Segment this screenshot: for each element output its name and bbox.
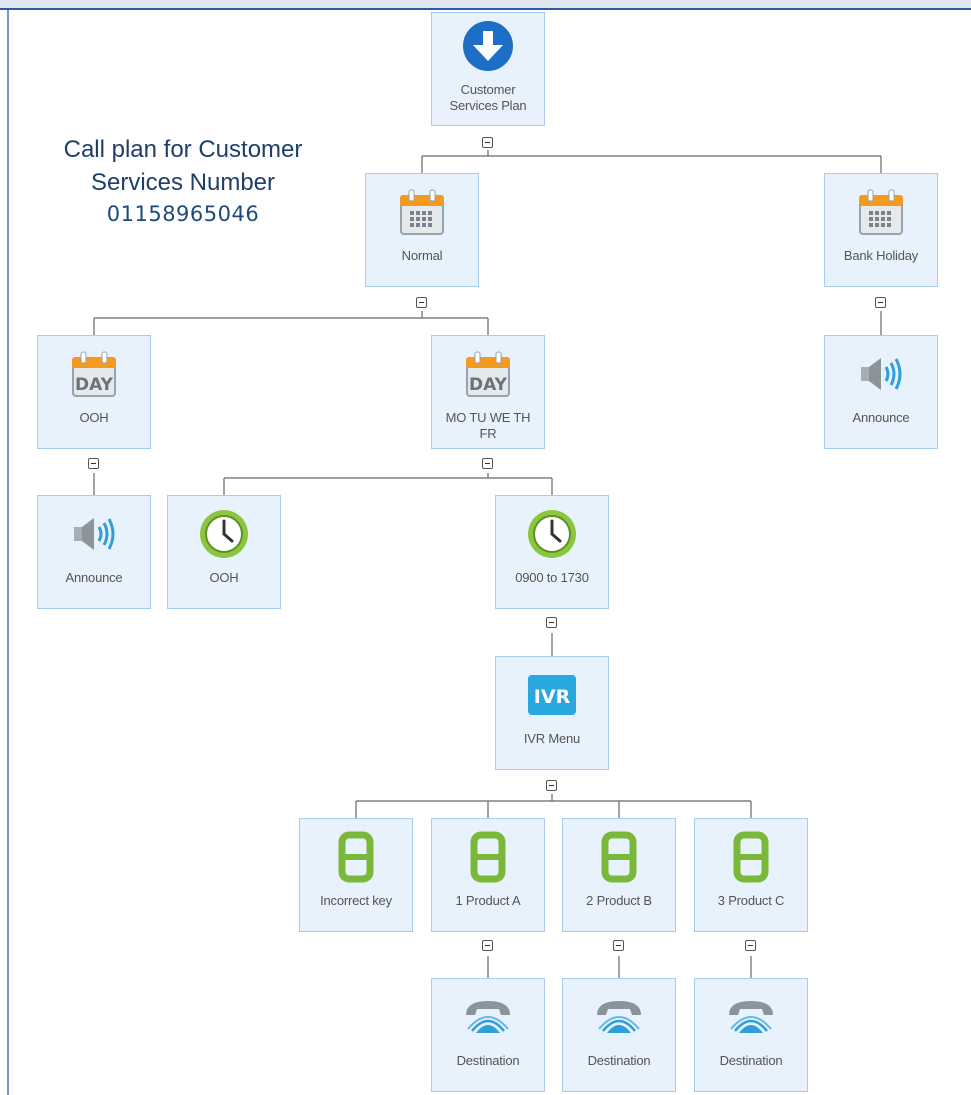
digit-icon [719,829,783,885]
node-business-hours[interactable]: 0900 to 1730 [495,495,609,609]
ivr-badge: IVR [534,686,571,708]
clock-icon [192,506,256,562]
node-key-incorrect[interactable]: Incorrect key [299,818,413,932]
node-normal[interactable]: Normal [365,173,479,287]
node-ooh-day[interactable]: DAY OOH [37,335,151,449]
collapse-toggle-normal[interactable] [416,297,427,308]
node-label: 2 Product B [586,893,652,908]
phone-icon [719,989,783,1045]
node-destination-3[interactable]: Destination [694,978,808,1092]
digit-icon [324,829,388,885]
node-weekdays[interactable]: DAY MO TU WE TH FR [431,335,545,449]
node-label: Destination [587,1053,651,1068]
node-destination-2[interactable]: Destination [562,978,676,1092]
node-label: Customer Services Plan [449,82,527,113]
collapse-toggle-ivr-menu[interactable] [546,780,557,791]
digit-icon [456,829,520,885]
call-plan-title: Call plan for Customer Services Number 0… [28,133,338,229]
ivr-icon: IVR [520,667,584,723]
speaker-icon [62,506,126,562]
calendar-icon [849,184,913,240]
node-label: 3 Product C [717,893,785,908]
node-label: OOH [209,570,239,585]
day-badge: DAY [469,375,508,395]
clock-icon [520,506,584,562]
node-key-2-product-b[interactable]: 2 Product B [562,818,676,932]
node-label: OOH [79,410,109,425]
node-destination-1[interactable]: Destination [431,978,545,1092]
node-announce-bank-holiday[interactable]: Announce [824,335,938,449]
node-bank-holiday[interactable]: Bank Holiday [824,173,938,287]
node-label: Announce [852,410,910,425]
collapse-toggle-bank-holiday[interactable] [875,297,886,308]
collapse-toggle-key-2[interactable] [613,940,624,951]
node-label: Destination [719,1053,783,1068]
node-label: Bank Holiday [843,248,919,263]
node-label: MO TU WE TH FR [445,410,531,441]
node-label: Incorrect key [320,893,392,908]
calendar-day-icon: DAY [456,346,520,402]
day-badge: DAY [75,375,114,395]
node-label: 0900 to 1730 [515,570,589,585]
node-label: IVR Menu [523,731,581,746]
collapse-toggle-weekdays[interactable] [482,458,493,469]
collapse-toggle-ooh-day[interactable] [88,458,99,469]
window-top-border [0,0,971,10]
node-announce-ooh[interactable]: Announce [37,495,151,609]
collapse-toggle-key-1[interactable] [482,940,493,951]
calendar-day-icon: DAY [62,346,126,402]
node-ivr-menu[interactable]: IVR IVR Menu [495,656,609,770]
node-key-3-product-c[interactable]: 3 Product C [694,818,808,932]
node-label: Destination [456,1053,520,1068]
canvas-left-border [7,10,9,1095]
phone-number: 01158965046 [106,202,260,226]
arrow-down-circle-icon [456,18,520,74]
node-ooh-time[interactable]: OOH [167,495,281,609]
speaker-icon [849,346,913,402]
node-label: Announce [65,570,123,585]
title-line-2: Services Number [90,169,276,196]
title-line-1: Call plan for Customer [63,136,303,163]
node-key-1-product-a[interactable]: 1 Product A [431,818,545,932]
node-label: 1 Product A [455,893,521,908]
digit-icon [587,829,651,885]
node-label: Normal [401,248,443,263]
phone-icon [587,989,651,1045]
calendar-icon [390,184,454,240]
collapse-toggle-business-hours[interactable] [546,617,557,628]
collapse-toggle-root[interactable] [482,137,493,148]
phone-icon [456,989,520,1045]
collapse-toggle-key-3[interactable] [745,940,756,951]
node-customer-services-plan[interactable]: Customer Services Plan [431,12,545,126]
